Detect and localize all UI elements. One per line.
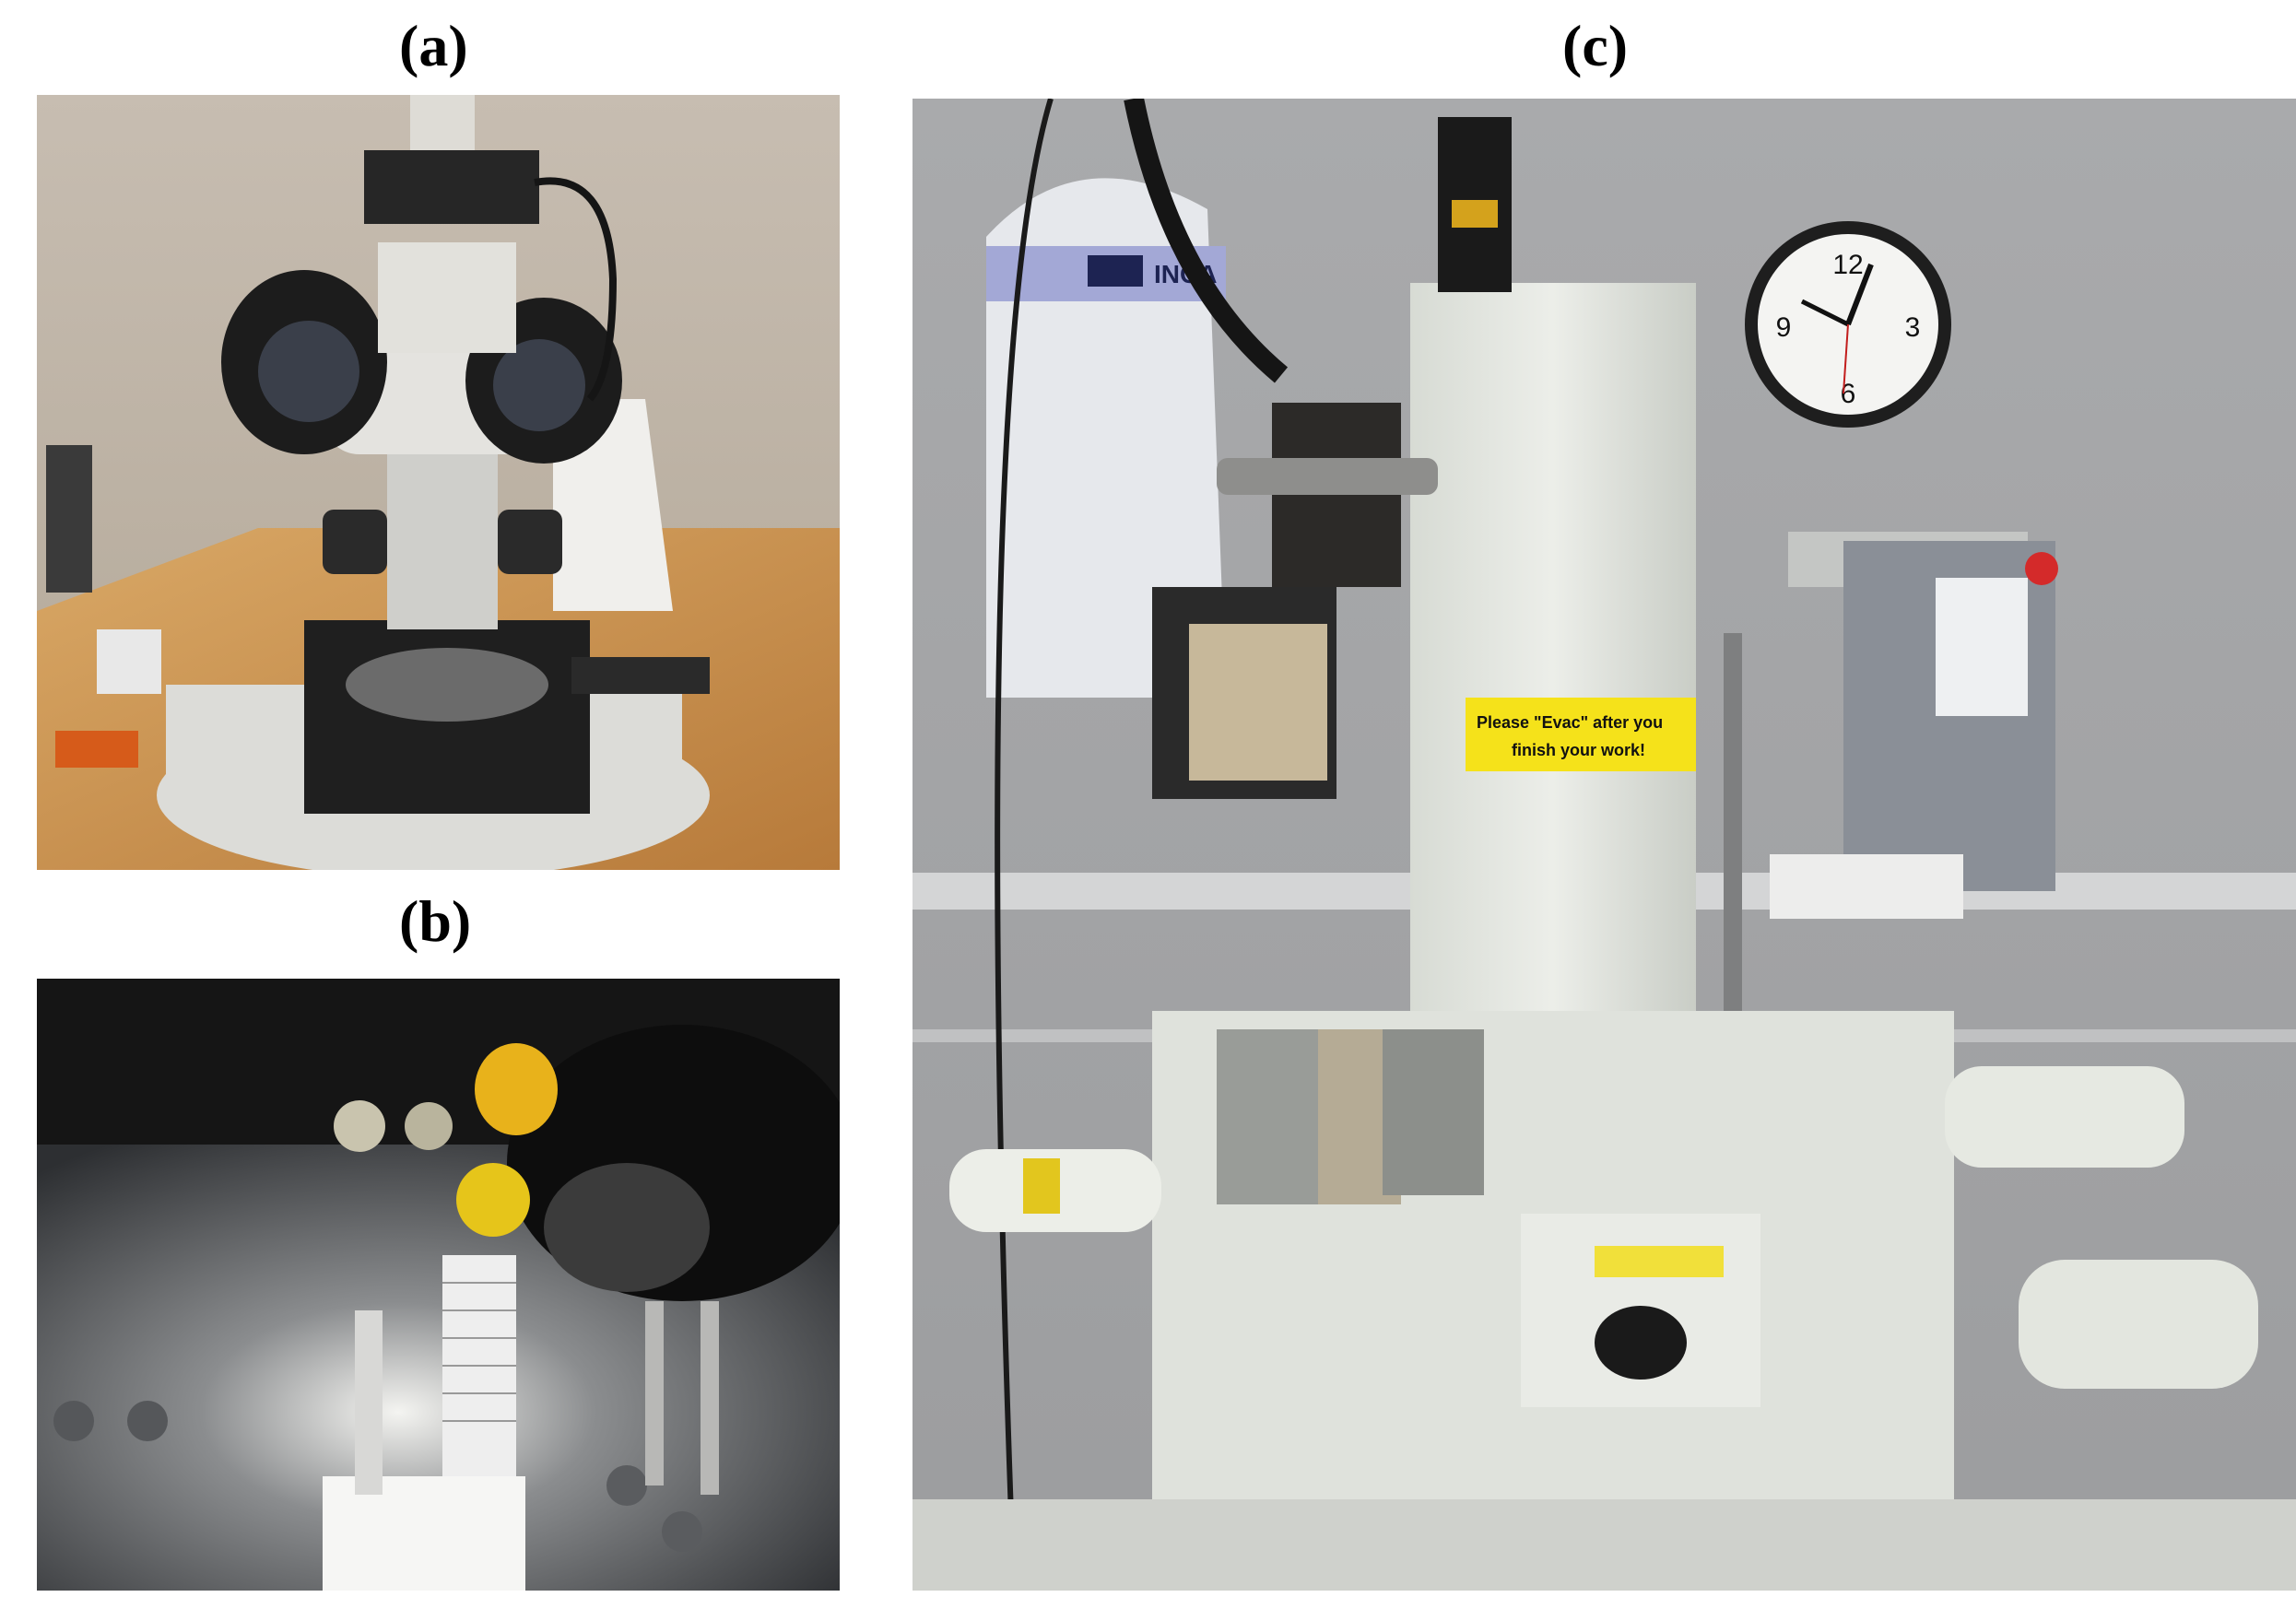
clock-numeral-6: 6 [1841,379,1856,409]
panel-label-a: (a) [399,13,468,78]
photo-a-image [37,95,840,870]
photo-c-image: INCA Please "Evac" after you finish your… [913,99,2296,1591]
clock-numeral-12: 12 [1832,250,1863,280]
warning-sign-line2: finish your work! [1512,741,1645,759]
photo-b-image [37,979,840,1591]
panel-label-c: (c) [1562,13,1629,78]
photo-c-sem-instrument: INCA Please "Evac" after you finish your… [913,99,2296,1591]
warning-sign-line1: Please "Evac" after you [1477,713,1663,732]
photo-b-sample-holder [37,979,840,1591]
clock-numeral-9: 9 [1776,312,1792,343]
photo-a-optical-microscope [37,95,840,870]
panel-label-b: (b) [399,888,472,954]
clock-numeral-3: 3 [1905,312,1921,343]
